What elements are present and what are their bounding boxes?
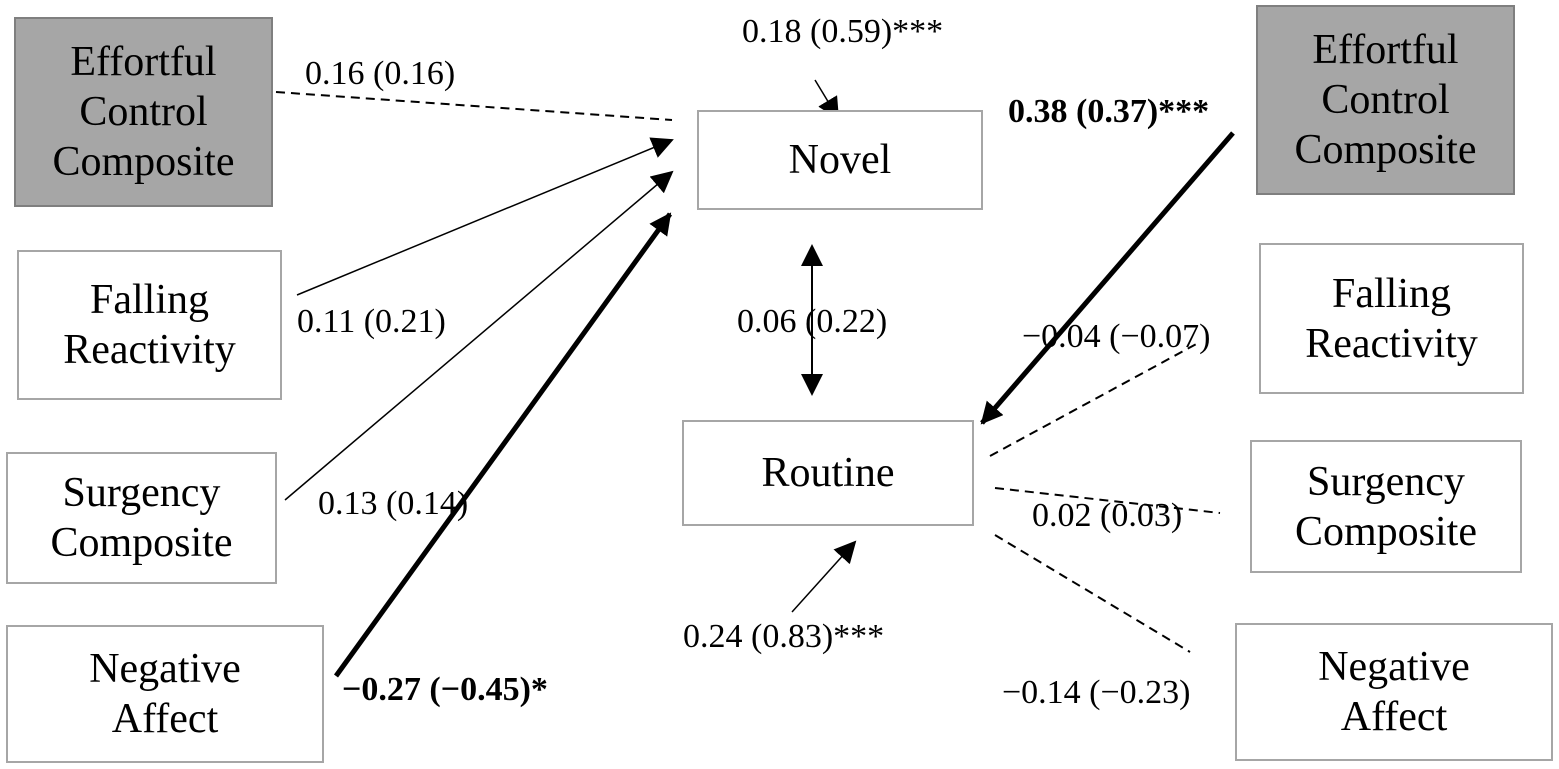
node-label: Falling Reactivity	[63, 277, 236, 373]
coef-ec-routine: 0.38 (0.37)***	[1008, 93, 1210, 130]
arrow-ec-routine	[980, 131, 1235, 425]
node-surgency-composite-right: Surgency Composite	[1250, 440, 1522, 573]
node-novel: Novel	[697, 110, 983, 210]
node-label: Routine	[761, 450, 895, 496]
coef-ec-novel: 0.16 (0.16)	[305, 55, 456, 92]
node-label: Surgency Composite	[50, 470, 233, 566]
node-label: Falling Reactivity	[1305, 270, 1478, 367]
coef-covariance: 0.06 (0.22)	[737, 303, 888, 340]
coef-fr-novel: 0.11 (0.21)	[297, 303, 446, 340]
node-surgency-composite-left: Surgency Composite	[6, 452, 277, 584]
arrow-na-novel	[333, 212, 673, 678]
node-label: Effortful Control Composite	[52, 39, 235, 185]
node-label: Novel	[788, 137, 892, 183]
coef-na-routine: −0.14 (−0.23)	[1002, 674, 1191, 711]
coef-sc-novel: 0.13 (0.14)	[318, 485, 469, 522]
node-label: Effortful Control Composite	[1294, 27, 1477, 173]
node-routine: Routine	[682, 420, 974, 526]
arrow-na-routine	[994, 534, 1191, 653]
arrow-sc-routine	[994, 487, 1221, 514]
coef-novel-residual: 0.18 (0.59)***	[742, 13, 944, 50]
node-label: Negative Affect	[1318, 644, 1470, 740]
coef-na-novel: −0.27 (−0.45)*	[342, 671, 548, 708]
coef-routine-residual: 0.24 (0.83)***	[683, 618, 885, 655]
arrow-fr-routine	[989, 341, 1201, 457]
arrow-sc-novel	[284, 170, 674, 501]
node-falling-reactivity-left: Falling Reactivity	[17, 250, 282, 400]
node-label: Surgency Composite	[1294, 458, 1477, 555]
arrow-fr-novel	[296, 137, 674, 296]
node-effortful-control-left: Effortful Control Composite	[14, 17, 273, 207]
coef-sc-routine: 0.02 (0.03)	[1032, 497, 1183, 534]
arrow-routine-residual	[791, 540, 857, 613]
arrow-ec-novel	[275, 91, 673, 121]
coef-fr-routine: −0.04 (−0.07)	[1022, 318, 1211, 355]
node-effortful-control-right: Effortful Control Composite	[1256, 5, 1515, 195]
node-negative-affect-right: Negative Affect	[1235, 623, 1553, 761]
node-negative-affect-left: Negative Affect	[6, 625, 324, 763]
node-label: Negative Affect	[89, 646, 241, 742]
node-falling-reactivity-right: Falling Reactivity	[1259, 243, 1524, 394]
